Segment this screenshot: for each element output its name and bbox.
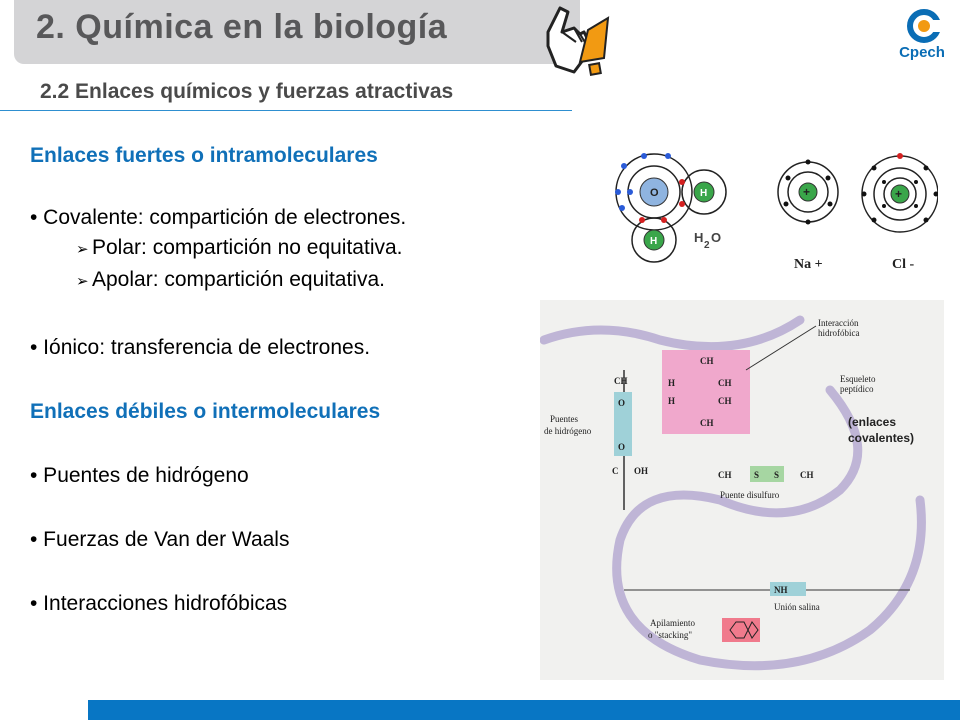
h2o-formula-sub: 2 bbox=[704, 240, 710, 251]
s-label-2: S bbox=[774, 470, 779, 480]
subtitle-divider bbox=[0, 110, 572, 111]
polar-label: Polar: compartición no equitativa. bbox=[92, 236, 403, 259]
hidrofobica-label: hidrofóbica bbox=[818, 328, 859, 338]
h2o-formula-o: O bbox=[711, 230, 721, 245]
svg-text:+: + bbox=[895, 187, 902, 201]
title-tab bbox=[14, 0, 580, 64]
cl-label: Cl - bbox=[892, 257, 915, 272]
ch2-disulfide-1: CH bbox=[718, 470, 732, 480]
atoms-figure: O H H H 2 O + Na + + Cl - bbox=[615, 153, 938, 272]
ch2-disulfide-2: CH bbox=[800, 470, 814, 480]
svg-text:+: + bbox=[803, 185, 810, 199]
apilamiento-label: Apilamiento bbox=[650, 618, 695, 628]
annotation-line-1: (enlaces bbox=[848, 415, 897, 429]
arrow-bullet-icon: ➢ bbox=[76, 273, 89, 290]
na-label: Na + bbox=[794, 257, 823, 272]
logo-label: Cpech bbox=[899, 44, 945, 61]
h3c-1: H bbox=[668, 378, 675, 388]
disulfuro-label: Puente disulfuro bbox=[720, 490, 780, 500]
strong-bonds-heading: Enlaces fuertes o intramoleculares bbox=[30, 144, 378, 167]
apolar-subbullet: ➢Apolar: compartición equitativa. bbox=[76, 268, 385, 292]
o-label: O bbox=[618, 398, 625, 408]
apolar-label: Apolar: compartición equitativa. bbox=[92, 268, 385, 291]
hydrogen-bullet: • Puentes de hidrógeno bbox=[30, 464, 249, 487]
vanderwaals-bullet: • Fuerzas de Van der Waals bbox=[30, 528, 290, 551]
annotation-line-2: covalentes) bbox=[848, 431, 915, 445]
polar-subbullet: ➢Polar: compartición no equitativa. bbox=[76, 236, 403, 260]
ch2-top: CH bbox=[614, 376, 628, 386]
ch-top: CH bbox=[700, 356, 714, 366]
covalent-bullet: • Covalente: compartición de electrones. bbox=[30, 206, 407, 229]
covalent-bonds-annotation: (enlaces covalentes) bbox=[848, 414, 914, 446]
hydrogen-label: H bbox=[700, 188, 707, 199]
cpech-logo-mark-icon bbox=[907, 9, 942, 43]
c-oh-oh: OH bbox=[634, 466, 648, 476]
cpech-logo: Cpech bbox=[890, 6, 954, 66]
ch-bottom: CH bbox=[700, 418, 714, 428]
interaccion-label: Interacción bbox=[818, 318, 859, 328]
slide-title: 2. Química en la biología bbox=[36, 8, 448, 46]
esqueleto-label: Esqueleto bbox=[840, 374, 876, 384]
h3c-2: H bbox=[668, 396, 675, 406]
chlorine-atom-diagram: + Cl - bbox=[861, 153, 938, 272]
h2o-formula-h: H bbox=[694, 230, 703, 245]
c-oh-c: C bbox=[612, 466, 619, 476]
ionic-bullet: • Iónico: transferencia de electrones. bbox=[30, 336, 371, 359]
pointing-hand-icon bbox=[546, 6, 610, 76]
protein-bonds-figure: CH O O C OH Puentes de hidrógeno CH H CH… bbox=[540, 300, 944, 680]
stacking-label: o "stacking" bbox=[648, 630, 692, 640]
arrow-bullet-icon: ➢ bbox=[76, 241, 89, 258]
water-molecule-diagram: O H H H 2 O bbox=[615, 153, 727, 263]
peptidico-label: peptídico bbox=[840, 384, 874, 394]
hydrophobic-bullet: • Interacciones hidrofóbicas bbox=[30, 592, 288, 615]
s-label-1: S bbox=[754, 470, 759, 480]
salina-label: Unión salina bbox=[774, 602, 820, 612]
hydrogen-label-2: H bbox=[650, 236, 657, 247]
hidrogeno-label: de hidrógeno bbox=[544, 426, 592, 436]
ch3-1: CH bbox=[718, 378, 732, 388]
weak-bonds-heading: Enlaces débiles o intermoleculares bbox=[30, 400, 381, 423]
oxygen-label: O bbox=[650, 187, 659, 199]
sodium-atom-diagram: + Na + bbox=[777, 159, 839, 272]
nh3-label: NH bbox=[774, 585, 788, 595]
o-label-2: O bbox=[618, 442, 625, 452]
section-subtitle: 2.2 Enlaces químicos y fuerzas atractiva… bbox=[40, 80, 454, 103]
puentes-label: Puentes bbox=[550, 414, 578, 424]
footer-bar bbox=[88, 700, 960, 720]
ch3-2: CH bbox=[718, 396, 732, 406]
